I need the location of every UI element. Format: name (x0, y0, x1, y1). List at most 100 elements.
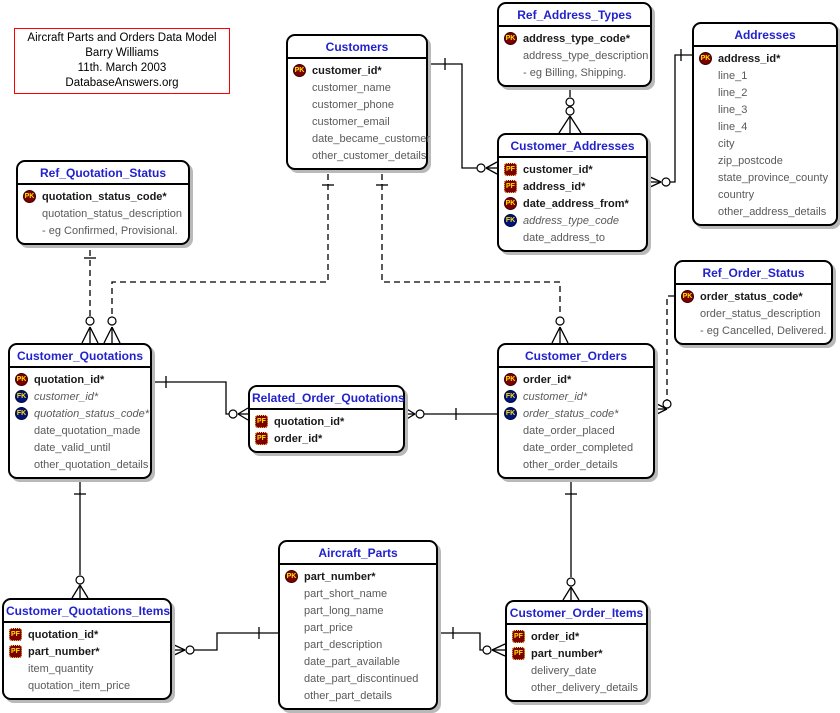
crows-foot-many (491, 649, 506, 657)
field-label: country (718, 188, 755, 201)
field-label: part_short_name (304, 587, 388, 600)
field-indent-spacer (23, 207, 36, 220)
field-indent-spacer (699, 205, 712, 218)
crows-foot-many (89, 326, 99, 344)
entity-title: Customer_Addresses (499, 135, 646, 158)
crows-foot-many (171, 649, 186, 657)
note-title: Aircraft Parts and Orders Data Model (27, 32, 217, 44)
field-row: address_type_description (499, 47, 650, 64)
pk-icon: PK (681, 290, 694, 303)
field-indent-spacer (504, 458, 517, 471)
field-indent-spacer (699, 188, 712, 201)
crows-foot-many (569, 115, 582, 134)
field-row: zip_postcode (694, 152, 836, 169)
field-indent-spacer (699, 120, 712, 133)
field-indent-spacer (699, 103, 712, 116)
pf-icon: PF (504, 163, 517, 176)
field-label: other_order_details (523, 458, 618, 471)
field-label: quotation_id* (34, 373, 105, 386)
crows-foot-many (558, 115, 571, 134)
field-label: part_long_name (304, 604, 384, 617)
field-indent-spacer (9, 679, 22, 692)
field-label: customer_id* (312, 64, 382, 77)
field-label: date_valid_until (34, 441, 111, 454)
field-row: part_description (280, 636, 436, 653)
note-website: DatabaseAnswers.org (65, 77, 179, 89)
field-label: quotation_status_code* (42, 190, 167, 203)
relationship-ref-order-status-customer-orders (654, 295, 674, 416)
field-label: line_2 (718, 86, 748, 99)
crows-foot-many (562, 586, 572, 601)
field-label: customer_id* (523, 163, 593, 176)
field-label: address_type_code (523, 214, 620, 227)
field-label: quotation_id* (28, 628, 99, 641)
pk-icon: PK (15, 373, 28, 386)
field-label: address_type_description (523, 49, 649, 62)
optional-circle (661, 177, 671, 187)
fk-icon: FK (504, 214, 517, 227)
field-row: line_3 (694, 101, 836, 118)
fk-icon: FK (15, 390, 28, 403)
field-row: customer_name (288, 79, 426, 96)
field-row: line_4 (694, 118, 836, 135)
fk-icon: FK (15, 407, 28, 420)
field-label: order_status_description (700, 307, 821, 320)
relationship-ref-quotation-status-customer-quotations (81, 240, 99, 344)
field-row: - eg Cancelled, Delivered. (676, 322, 831, 339)
field-indent-spacer (285, 672, 298, 685)
field-label: part_number* (304, 570, 376, 583)
field-indent-spacer (285, 638, 298, 651)
field-row: delivery_date (507, 662, 646, 679)
fk-icon: FK (504, 407, 517, 420)
field-indent-spacer (699, 154, 712, 167)
field-row: customer_email (288, 113, 426, 130)
field-indent-spacer (285, 655, 298, 668)
field-label: quotation_item_price (28, 679, 131, 692)
field-row: date_address_to (499, 229, 646, 246)
fk-icon: FK (504, 390, 517, 403)
field-indent-spacer (285, 689, 298, 702)
crows-foot-many (237, 413, 249, 421)
field-label: date_address_to (523, 231, 605, 244)
field-label: customer_email (312, 115, 390, 128)
field-row: date_part_discontinued (280, 670, 436, 687)
field-row: other_customer_details (288, 147, 426, 164)
crows-foot-many (404, 407, 416, 415)
crows-foot-many (491, 643, 506, 651)
entity-title: Customer_Order_Items (507, 602, 646, 625)
field-row: customer_phone (288, 96, 426, 113)
pk-icon: PK (504, 32, 517, 45)
field-label: address_type_code* (523, 32, 630, 45)
pk-icon: PK (23, 190, 36, 203)
field-label: customer_name (312, 81, 391, 94)
field-indent-spacer (293, 132, 306, 145)
crows-foot-many (79, 584, 89, 599)
relationship-aircraft-parts-customer-quotations-items (171, 627, 278, 657)
relationship-customers-customer-addresses (428, 58, 498, 175)
field-row: part_short_name (280, 585, 436, 602)
pf-icon: PF (504, 180, 517, 193)
field-row: date_valid_until (10, 439, 150, 456)
field-row: date_order_placed (499, 422, 653, 439)
pf-icon: PF (9, 628, 22, 641)
field-label: part_number* (28, 645, 100, 658)
relationship-customer-quotations-customer-quotations-items (71, 476, 89, 599)
field-label: other_delivery_details (531, 681, 639, 694)
field-label: address_id* (523, 180, 586, 193)
